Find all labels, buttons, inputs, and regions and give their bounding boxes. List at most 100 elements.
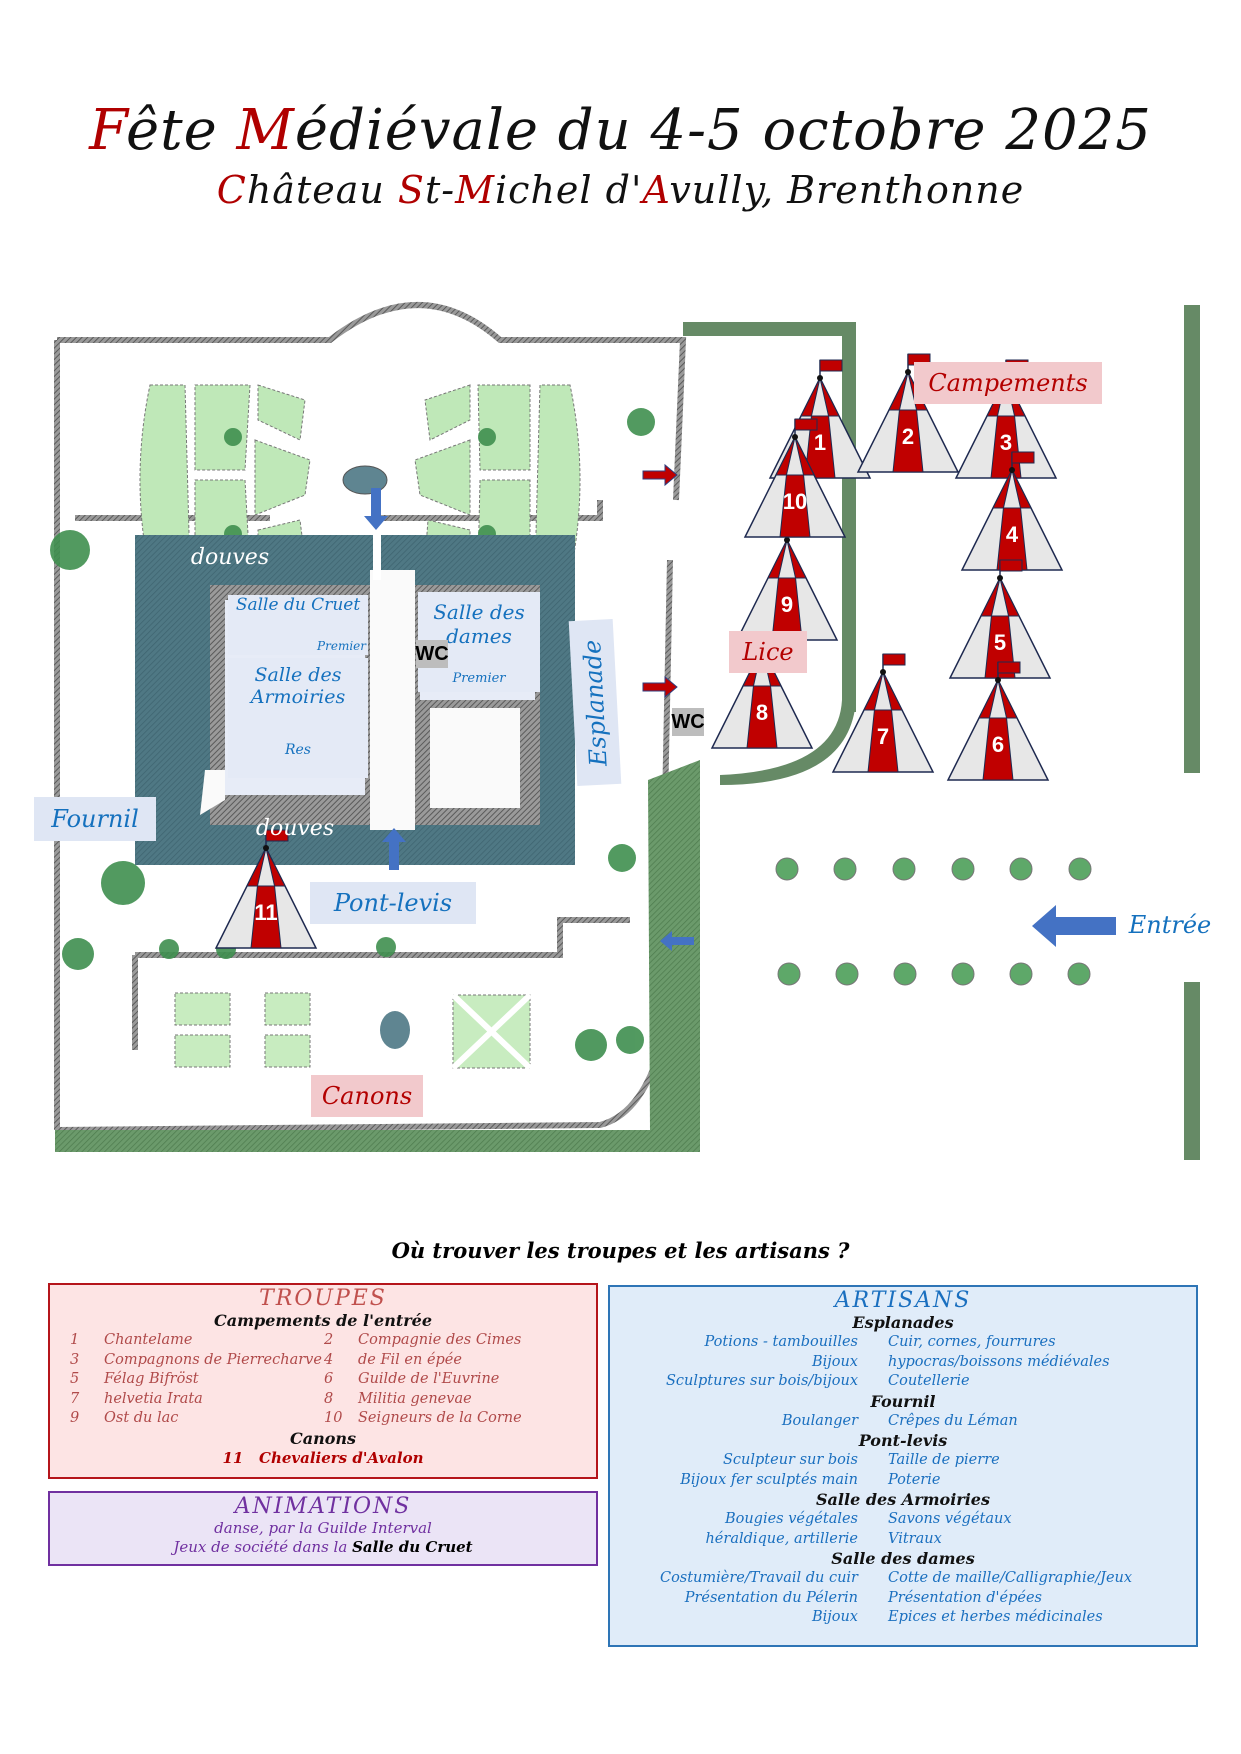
artisan-item: Taille de pierre xyxy=(888,1452,1000,1468)
arrow-down-icon xyxy=(364,488,388,530)
salle-dames-floor: Premier xyxy=(452,671,506,686)
page-subtitle: Château St-Michel d'Avully, Brenthonne xyxy=(0,168,1241,212)
artisan-item: Costumière/Travail du cuir xyxy=(659,1570,858,1586)
south-fountain xyxy=(380,1011,410,1049)
north-fountain xyxy=(342,465,388,495)
artisan-item: Sculpteur sur bois xyxy=(722,1452,858,1468)
flag-icon xyxy=(997,661,1021,674)
tent-icon: 9 xyxy=(735,521,839,641)
artisan-item: Bijoux fer sculptés main xyxy=(680,1471,858,1488)
artisan-item: Cotte de maille/Calligraphie/Jeux xyxy=(888,1570,1133,1586)
title-text: ête xyxy=(125,98,237,163)
animation-place: Salle du Cruet xyxy=(352,1538,473,1556)
artisan-section-title: Esplanades xyxy=(852,1313,954,1332)
tent-number: 11 xyxy=(254,900,277,925)
flag-icon xyxy=(794,418,818,431)
troupe-number: 11 xyxy=(222,1448,244,1467)
artisan-section-title: Salle des dames xyxy=(831,1549,975,1568)
troupes-section-entree: Campements de l'entrée xyxy=(213,1311,432,1330)
troupe-number: 10 xyxy=(324,1410,343,1426)
troupe-name: Chevaliers d'Avalon xyxy=(259,1448,424,1467)
troupe-number: 3 xyxy=(70,1351,80,1368)
artisan-item: Bijoux xyxy=(811,1353,858,1370)
artisan-item: Epices et herbes médicinales xyxy=(888,1609,1103,1625)
tent-number: 8 xyxy=(756,700,768,725)
artisan-item: héraldique, artillerie xyxy=(705,1530,858,1547)
artisan-row: Sculptures sur bois/bijoux Coutellerie xyxy=(610,1372,1196,1392)
troupe-number: 1 xyxy=(70,1332,80,1348)
label-fournil: Fournil xyxy=(34,797,156,841)
tent-number: 3 xyxy=(1000,430,1012,455)
animations-box: ANIMATIONS danse, par la Guilde Interval… xyxy=(48,1491,598,1566)
salle-dames-text: Salle des dames xyxy=(433,600,525,648)
artisan-row: Costumière/Travail du cuir Cotte de maill… xyxy=(610,1569,1196,1589)
tent-icon: 2 xyxy=(856,353,960,473)
artisan-section-title: Salle des Armoiries xyxy=(816,1490,990,1509)
artisan-item: Savons végétaux xyxy=(888,1511,1012,1527)
label-campements: Campements xyxy=(914,362,1102,404)
artisan-row: héraldique, artillerie Vitraux xyxy=(610,1530,1196,1550)
arrow-left-icon xyxy=(660,931,694,951)
animation-item: danse, par la Guilde Interval xyxy=(214,1519,432,1537)
legend-heading: Où trouver les troupes et les artisans ? xyxy=(391,1238,850,1263)
tent-number: 9 xyxy=(781,592,793,617)
troupe-number: 4 xyxy=(324,1351,334,1368)
flag-icon xyxy=(1011,451,1035,464)
troupe-number: 7 xyxy=(70,1390,80,1407)
artisan-item: Vitraux xyxy=(888,1530,942,1547)
tent-icon: 6 xyxy=(946,661,1050,781)
page-title: Fête Médiévale du 4-5 octobre 2025 xyxy=(0,98,1241,163)
troupes-title: TROUPES xyxy=(259,1286,387,1311)
title-initial: M xyxy=(455,168,496,212)
tent-number: 1 xyxy=(814,430,826,455)
artisan-section-title: Fournil xyxy=(870,1391,936,1411)
flag-icon xyxy=(265,829,289,842)
animation-item: Jeux de société dans la Salle du Cruet xyxy=(50,1538,596,1557)
label-douves-south: douves xyxy=(255,815,335,841)
label-pont-levis: Pont-levis xyxy=(310,882,476,924)
tent-icon: 4 xyxy=(960,451,1064,571)
arrow-icons xyxy=(364,463,1116,951)
troupe-number: 2 xyxy=(324,1332,334,1348)
salle-cruet-text: Salle du Cruet xyxy=(235,595,361,615)
title-initial: F xyxy=(89,98,126,163)
artisan-item: Coutellerie xyxy=(888,1373,970,1389)
troupe-entry-canons: 11 Chevaliers d'Avalon xyxy=(50,1449,596,1468)
artisan-row: Présentation du Pélerin Présentation d'ép… xyxy=(610,1589,1196,1609)
troupe-number: 5 xyxy=(70,1371,80,1387)
arrow-left-icon xyxy=(1032,905,1116,947)
south-garden xyxy=(174,992,531,1069)
artisans-title: ARTISANS xyxy=(834,1288,972,1313)
animations-title: ANIMATIONS xyxy=(234,1494,412,1519)
title-initial: S xyxy=(397,168,425,212)
artisan-item: Poterie xyxy=(888,1471,941,1488)
title-initial: M xyxy=(236,98,295,163)
artisan-item: Bijoux xyxy=(811,1609,858,1625)
artisan-row: Bijoux fer sculptés main Poterie xyxy=(610,1471,1196,1491)
tent-number: 2 xyxy=(902,424,914,449)
artisan-item: Présentation d'épées xyxy=(888,1589,1042,1606)
label-esplanade: Esplanade xyxy=(568,618,622,787)
arrow-up-icon xyxy=(382,828,406,870)
south-garden-paths xyxy=(450,992,533,1071)
wc-castle: WC xyxy=(415,640,449,668)
troupe-name: Seigneurs de la Corne xyxy=(358,1410,522,1426)
tent-icon: 1 xyxy=(768,359,872,479)
title-initial: A xyxy=(642,168,670,212)
troupe-number: 8 xyxy=(324,1390,334,1407)
label-canons: Canons xyxy=(311,1075,423,1117)
artisan-item: Présentation du Pélerin xyxy=(684,1589,858,1606)
artisan-item: Sculptures sur bois/bijoux xyxy=(666,1373,858,1389)
troupe-name: Militia genevae xyxy=(358,1390,472,1407)
tent-number: 5 xyxy=(994,630,1006,655)
animation-text: Jeux de société dans la xyxy=(173,1538,353,1556)
label-douves-north: douves xyxy=(190,544,270,570)
troupe-name: Compagnie des Cimes xyxy=(358,1332,522,1348)
salle-armoiries-floor: Res xyxy=(284,742,311,758)
troupe-name: Félag Bifröst xyxy=(104,1371,199,1387)
